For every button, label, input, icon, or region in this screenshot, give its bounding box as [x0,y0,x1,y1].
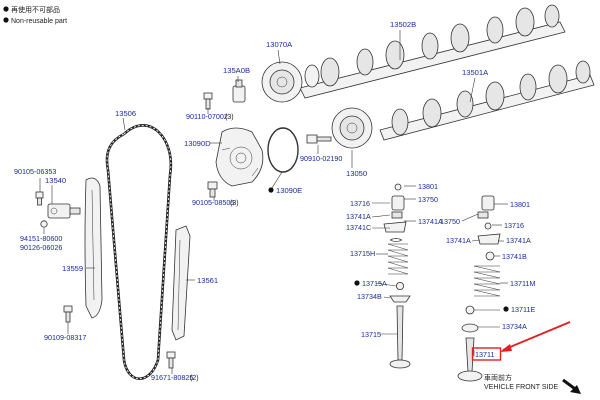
camshaft-13502B-drawing [299,4,566,99]
oil-control-valve-135A0B-drawing [232,79,246,103]
label-13741A-left-a: 13741A [346,212,371,221]
legend: 再使用不可部品 Non-reusable part [3,5,67,25]
camshaft-13501A-drawing [379,60,595,141]
non-reusable-bullet-icon [3,17,9,23]
chain-tensioner-13540-drawing [47,203,81,219]
label-13090E: 13090E [276,186,302,195]
label-13716-left: 13716 [350,199,370,208]
label-13070A: 13070A [266,40,293,49]
label-90910-02190: 90910-02190 [300,154,342,163]
label-13711E: 13711E [511,305,535,314]
chain-damper-13561-drawing [171,225,191,341]
label-13506: 13506 [115,109,136,118]
label-90105-08505: 90105-08505 [192,198,234,207]
legend-non-reusable-jp: 再使用不可部品 [11,5,60,14]
non-reusable-bullet-icon [503,306,509,312]
vehicle-front-jp: 車両前方 [484,373,512,382]
label-13801-right: 13801 [510,200,530,209]
label-90105-08505-qty: (3) [230,200,239,207]
label-13715A: 13715A [362,279,387,288]
label-13801-left: 13801 [418,182,438,191]
part-labels: 13502B 13501A 13070A 135A0B 90110-07002 … [14,20,558,391]
bolt-90105-06353-drawing [35,191,44,206]
label-13741C: 13741C [346,223,371,232]
label-13716-right: 13716 [504,221,524,230]
cam-timing-gear-13050-drawing [331,107,373,149]
bolt-90109-08317-drawing [63,305,73,323]
label-13540: 13540 [45,176,66,185]
leader-lines [39,30,508,374]
label-13711: 13711 [475,350,494,359]
vehicle-front-en: VEHICLE FRONT SIDE [484,384,558,391]
non-reusable-bullet-icon [3,6,9,12]
highlight-box-13711 [471,347,502,361]
label-13741A-right-a: 13741A [446,236,471,245]
non-reusable-bullet-icon [268,187,274,193]
cam-timing-gear-13070A-drawing [261,61,303,103]
label-90126-06026: 90126-06026 [20,243,62,252]
bolt-90110-07002-drawing [203,92,213,110]
label-13501A: 13501A [462,68,489,77]
label-13561: 13561 [197,276,218,285]
label-13741A-right-b: 13741A [506,236,531,245]
bolt-90105-08505-drawing [207,181,218,198]
timing-cover-13090D-drawing [215,127,264,187]
label-13715: 13715 [361,330,381,339]
label-13750-right: 13750 [440,217,460,226]
label-13734A: 13734A [502,322,527,331]
label-13734B: 13734B [357,292,382,301]
legend-non-reusable-en: Non-reusable part [11,18,67,25]
vehicle-front-arrow-icon [562,378,581,394]
valvetrain-left-drawing [383,183,411,369]
label-13559: 13559 [62,264,83,273]
highlight-arrow [500,321,571,352]
valvetrain-right-drawing [457,195,501,382]
label-90110-07002-qty: (3) [225,114,234,121]
label-13090D: 13090D [184,139,211,148]
chain-guide-13559-drawing [84,177,103,319]
label-90110-07002: 90110-07002 [186,112,228,121]
label-13741B: 13741B [502,252,527,261]
label-90109-08317: 90109-08317 [44,333,86,342]
label-13715H: 13715H [350,249,375,258]
o-ring-13090E-drawing [267,127,299,173]
label-13711M: 13711M [510,279,535,288]
label-13050: 13050 [346,169,367,178]
label-91671-80825-qty: (2) [190,375,199,382]
bolt-90910-02190-drawing [306,134,332,144]
bolt-91671-80825-drawing [166,351,176,369]
gasket-94151-80600-drawing [40,220,48,228]
label-94151-80600: 94151-80600 [20,234,62,243]
label-90105-06353: 90105-06353 [14,167,56,176]
label-13502B: 13502B [390,20,416,29]
timing-chain-13506-drawing [105,124,173,380]
label-13741A-left-b: 13741A [418,217,443,226]
label-91671-80825: 91671-80825 [151,373,193,382]
label-135A0B: 135A0B [223,66,250,75]
label-13750-left: 13750 [418,195,438,204]
non-reusable-bullet-icon [354,280,360,286]
